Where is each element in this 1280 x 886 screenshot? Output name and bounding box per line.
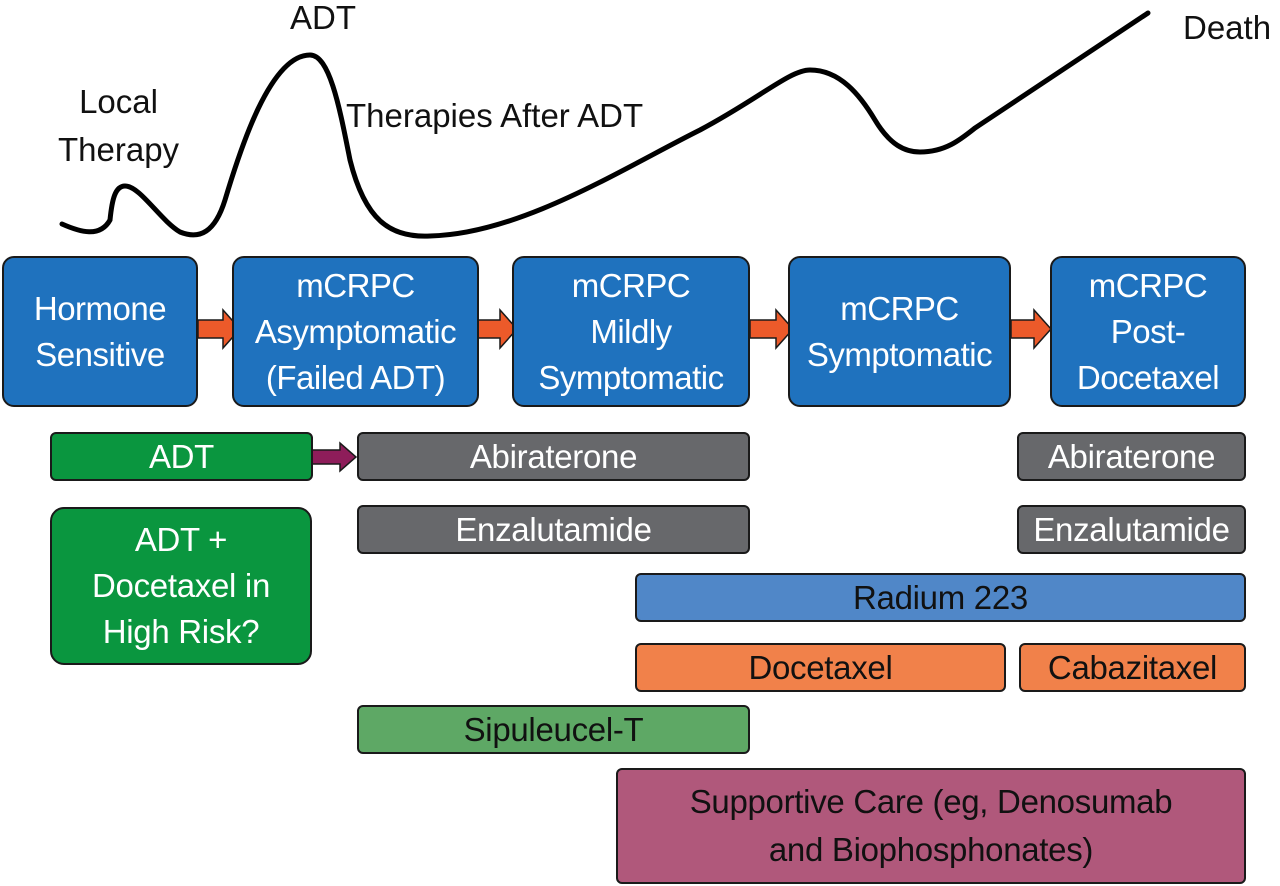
arrow-icon bbox=[749, 308, 795, 350]
therapy-radium-223: Radium 223 bbox=[635, 573, 1246, 622]
stage-hormone-sensitive: Hormone Sensitive bbox=[2, 256, 198, 407]
therapy-adt: ADT bbox=[50, 432, 313, 481]
label-death: Death bbox=[1183, 9, 1272, 46]
therapy-enzalutamide-early: Enzalutamide bbox=[357, 505, 750, 554]
therapy-docetaxel: Docetaxel bbox=[635, 643, 1006, 692]
stage-mcrpc-asymptomatic: mCRPC Asymptomatic (Failed ADT) bbox=[232, 256, 479, 407]
disease-curve-line bbox=[59, 10, 1151, 239]
label-therapies-after-adt: Therapies After ADT bbox=[346, 97, 644, 134]
therapy-abiraterone-early: Abiraterone bbox=[357, 432, 750, 481]
adt-progression-arrow-icon bbox=[311, 441, 358, 473]
label-adt-peak: ADT bbox=[290, 0, 356, 36]
therapy-supportive-care: Supportive Care (eg, Denosumab and Bioph… bbox=[616, 768, 1246, 884]
therapy-sipuleucel-t: Sipuleucel-T bbox=[357, 705, 750, 754]
therapy-abiraterone-late: Abiraterone bbox=[1017, 432, 1246, 481]
stage-mcrpc-mildly-symptomatic: mCRPC Mildly Symptomatic bbox=[512, 256, 750, 407]
arrow-icon bbox=[197, 308, 242, 350]
therapy-enzalutamide-late: Enzalutamide bbox=[1017, 505, 1246, 554]
therapy-adt-docetaxel-high-risk: ADT + Docetaxel in High Risk? bbox=[50, 507, 312, 665]
label-local-therapy: Local Therapy bbox=[58, 83, 180, 168]
arrow-icon bbox=[477, 308, 519, 350]
therapy-cabazitaxel: Cabazitaxel bbox=[1019, 643, 1246, 692]
stage-mcrpc-post-docetaxel: mCRPC Post- Docetaxel bbox=[1050, 256, 1246, 407]
stage-mcrpc-symptomatic: mCRPC Symptomatic bbox=[788, 256, 1011, 407]
stage-arrows bbox=[197, 308, 1053, 350]
arrow-icon bbox=[1010, 308, 1053, 350]
